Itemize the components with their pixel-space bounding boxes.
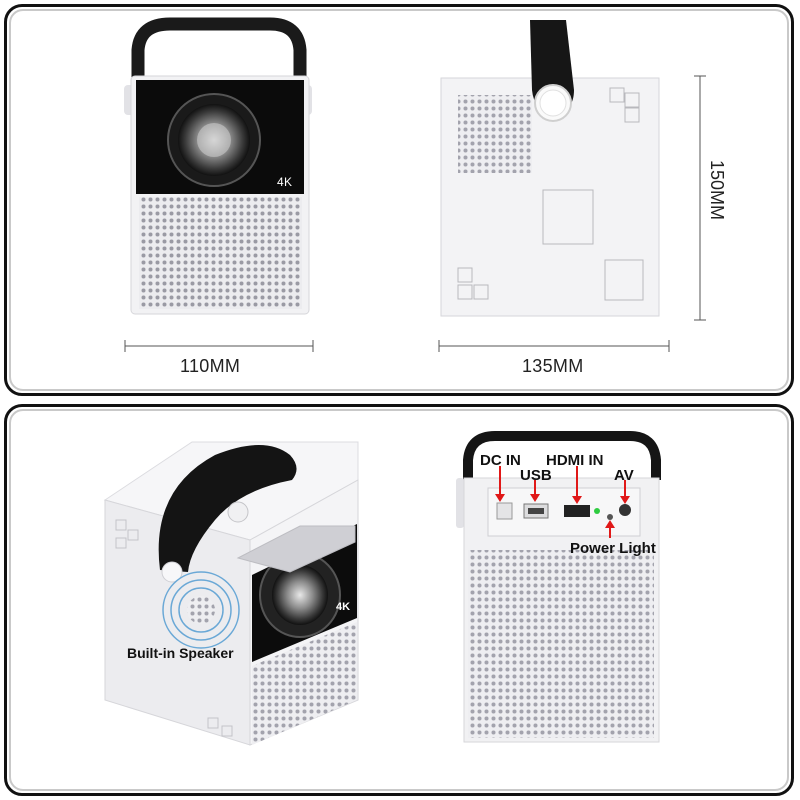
rear-handle (463, 431, 661, 480)
front-grill (252, 622, 357, 745)
height-label: 150MM (707, 160, 727, 221)
power-led (594, 508, 600, 514)
front-badge-4k: 4K (277, 175, 293, 189)
perspective-handle (158, 445, 297, 572)
projector-rear-view (456, 431, 661, 743)
width-label: 110MM (180, 356, 241, 376)
speaker-grill (139, 197, 302, 309)
panel-frame (9, 9, 789, 391)
av-label: AV (614, 467, 634, 484)
depth-label: 135MM (522, 356, 584, 376)
projector-front-view (124, 17, 314, 352)
speaker-label: Built-in Speaker (127, 645, 234, 661)
dc-port (496, 502, 513, 520)
side-vent (458, 95, 532, 173)
handle (131, 17, 307, 87)
usb-label: USB (520, 467, 552, 484)
av-port (619, 504, 631, 516)
speaker-ring (162, 571, 240, 649)
hdmi-port (564, 505, 590, 517)
hdmi-in-label: HDMI IN (546, 452, 604, 469)
perspective-badge-4k: 4K (336, 601, 351, 613)
power-light-label: Power Light (570, 540, 656, 557)
projector-side-view (438, 20, 706, 352)
panel-frame-bottom (9, 409, 789, 791)
dc-in-label: DC IN (480, 452, 521, 469)
projector-perspective-view (103, 441, 359, 746)
power-button (227, 501, 249, 523)
rear-grill (468, 550, 654, 738)
